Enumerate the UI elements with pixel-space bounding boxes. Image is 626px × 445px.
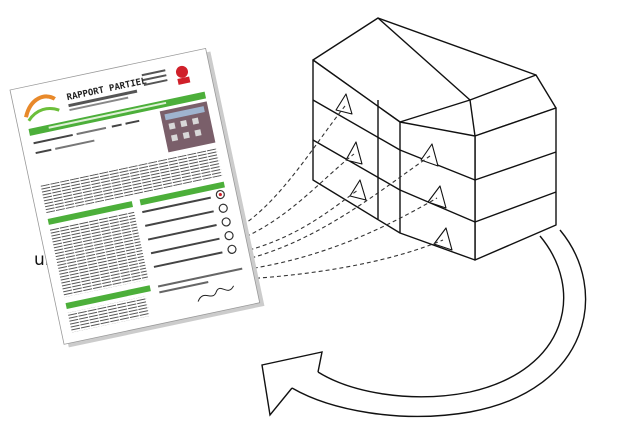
building-drawing — [313, 18, 556, 260]
report-document: RAPPORT PARTIEL — [10, 48, 264, 349]
return-arrow — [262, 230, 586, 416]
